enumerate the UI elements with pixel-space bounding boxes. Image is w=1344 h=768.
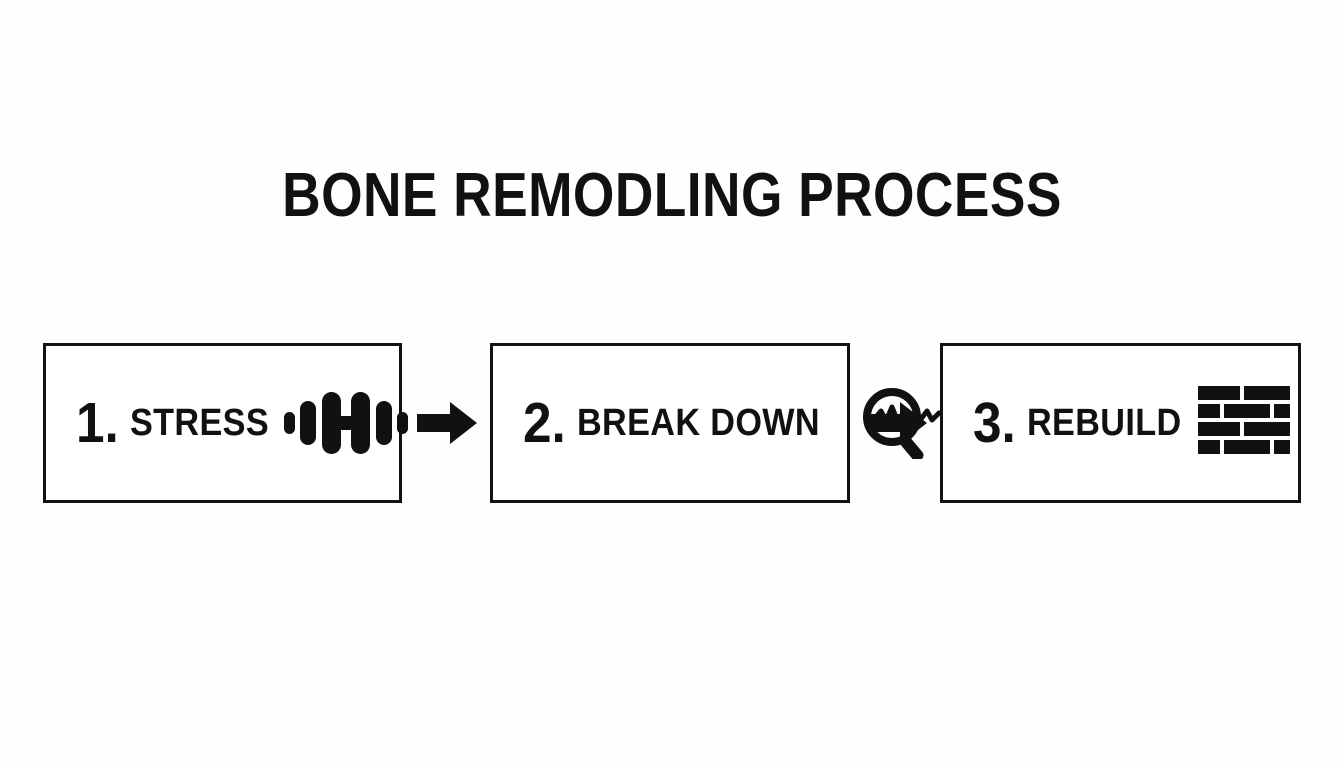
arrow-right-icon	[867, 402, 927, 444]
step-number: 3.	[973, 390, 1016, 455]
step-label: STRESS	[129, 402, 269, 444]
brick-wall-icon	[1198, 386, 1291, 460]
page-title: BONE REMODLING PROCESS	[282, 160, 1062, 230]
step-number: 1.	[76, 390, 119, 455]
step-card-rebuild[interactable]: 3. REBUILD	[940, 343, 1301, 503]
step-number: 2.	[523, 390, 566, 455]
dumbbell-icon	[283, 390, 408, 456]
step-card-break-down[interactable]: 2. BREAK DOWN	[490, 343, 942, 503]
step-label: BREAK DOWN	[576, 402, 820, 444]
step-card-stress[interactable]: 1. STRESS	[43, 343, 408, 503]
arrow-right-icon	[417, 402, 477, 444]
step-label: REBUILD	[1026, 402, 1182, 444]
